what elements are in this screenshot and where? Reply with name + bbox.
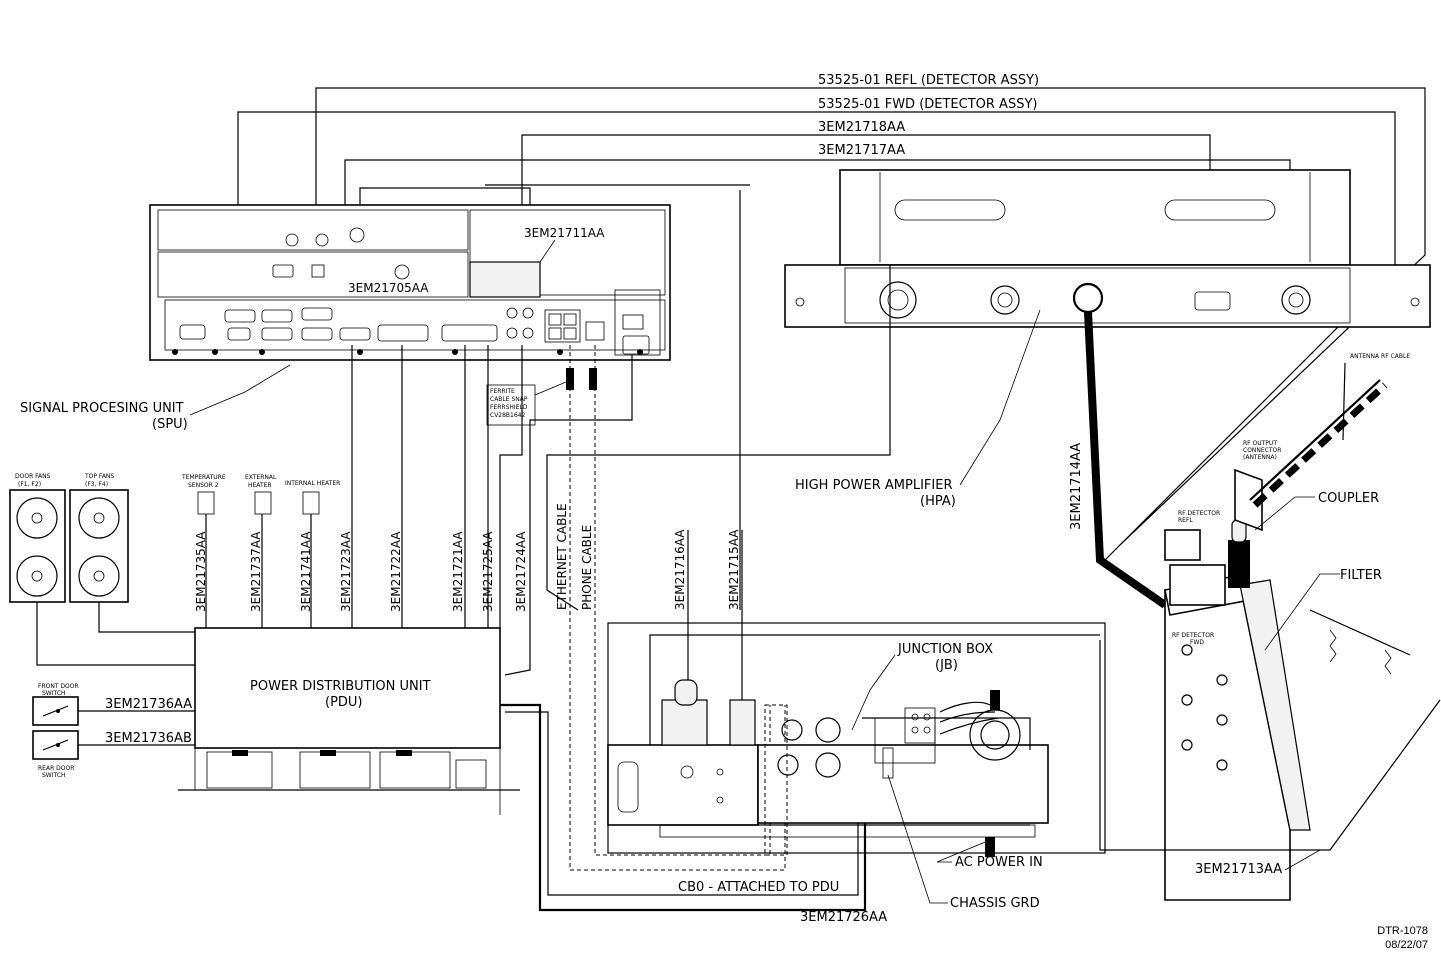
pdu-unit: POWER DISTRIBUTION UNIT (PDU): [178, 627, 520, 815]
jb-abbr: (JB): [935, 658, 958, 673]
cable-label-3em21737aa: 3EM21737AA: [249, 531, 263, 612]
door-fans-label: DOOR FANS: [15, 473, 51, 480]
cable-label-3em21713aa: 3EM21713AA: [1195, 862, 1282, 877]
filter-label: FILTER: [1340, 568, 1382, 583]
ferrite-label-1: FERRITE: [490, 388, 515, 395]
int-heater-label: INTERNAL HEATER: [285, 480, 340, 487]
coupler-filter-assembly: ANTENNA RF CABLE COUPLER FILTER RF OUTPU…: [1099, 353, 1441, 901]
ext-heater-id: HEATER: [248, 482, 272, 489]
det-refl-label-2: REFL: [1178, 517, 1193, 524]
sensors-heaters: TEMPERATURE SENSOR 2 EXTERNAL HEATER INT…: [181, 474, 340, 628]
pdu-abbr: (PDU): [325, 695, 363, 710]
ferrite-label-2: CABLE SNAP: [490, 396, 528, 403]
spu-cable-label-3em21705aa: 3EM21705AA: [348, 281, 429, 295]
temp-sensor-id: SENSOR 2: [188, 482, 219, 489]
cb0-label: CB0 - ATTACHED TO PDU: [678, 880, 839, 895]
front-switch-id: SWITCH: [42, 690, 66, 697]
cable-label-3em21721aa: 3EM21721AA: [451, 531, 465, 612]
ac-power-label: AC POWER IN: [955, 855, 1043, 870]
cable-label-3em21718aa: 3EM21718AA: [818, 120, 905, 135]
cable-label-3em21723aa: 3EM21723AA: [339, 531, 353, 612]
junction-box: 3EM21716AA 3EM21715AA JUNCTION BOX (JB): [607, 529, 1106, 857]
spu-cable-label-3em21711aa: 3EM21711AA: [524, 226, 605, 240]
jb-label: JUNCTION BOX: [897, 642, 993, 657]
cable-label-3em21736aa: 3EM21736AA: [105, 697, 192, 712]
front-switch-label: FRONT DOOR: [38, 683, 79, 690]
cable-label-3em21717aa: 3EM21717AA: [818, 143, 905, 158]
doc-footer: DTR-1078 08/22/07: [1377, 925, 1428, 951]
ferrite-label-3: FERRSHIELD: [490, 404, 528, 411]
ferrite-label-4: CV28B1642: [490, 412, 525, 419]
doc-id: DTR-1078: [1377, 925, 1428, 937]
cable-label-3em21735aa: 3EM21735AA: [194, 531, 208, 612]
rear-switch-label: REAR DOOR: [38, 765, 74, 772]
temp-sensor-label: TEMPERATURE: [181, 474, 226, 481]
power-cable-3em21726aa: CB0 - ATTACHED TO PDU 3EM21726AA AC POWE…: [500, 703, 1043, 925]
hpa-abbr: (HPA): [920, 494, 956, 509]
hpa-label: HIGH POWER AMPLIFIER: [795, 478, 952, 493]
spu-label: SIGNAL PROCESING UNIT: [20, 401, 184, 416]
det-refl-label-1: RF DETECTOR: [1178, 510, 1220, 517]
coupler-label: COUPLER: [1318, 491, 1379, 506]
det-fwd-label-1: RF DETECTOR: [1172, 632, 1214, 639]
cable-label-3em21714aa: 3EM21714AA: [1069, 443, 1084, 530]
spu-pdu-cables: 3EM21735AA 3EM21737AA 3EM21741AA 3EM2172…: [194, 345, 633, 676]
det-fwd-label-2: FWD: [1190, 639, 1204, 646]
ext-heater-label: EXTERNAL: [245, 474, 277, 481]
rf-cable-3em21714aa: 3EM21714AA: [1069, 311, 1168, 609]
top-cable-runs: 53525-01 REFL (DETECTOR ASSY) 53525-01 F…: [237, 73, 1426, 610]
fan-assemblies: DOOR FANS (F1, F2) TOP FANS (F3, F4): [9, 473, 195, 666]
top-fans-ids: (F3, F4): [85, 481, 108, 488]
cable-label-3em21722aa: 3EM21722AA: [389, 531, 403, 612]
cable-label-3em21725aa: 3EM21725AA: [481, 531, 495, 612]
chassis-grd-label: CHASSIS GRD: [950, 896, 1040, 911]
door-fans-ids: (F1, F2): [18, 481, 41, 488]
phone-cable-label: PHONE CABLE: [580, 525, 594, 610]
hpa-unit: HIGH POWER AMPLIFIER (HPA): [546, 169, 1431, 611]
antenna-rf-cable-label: ANTENNA RF CABLE: [1350, 353, 1410, 360]
pdu-label: POWER DISTRIBUTION UNIT: [250, 679, 431, 694]
rf-output-label-1: RF OUTPUT: [1243, 440, 1277, 447]
cable-label-3em21736ab: 3EM21736AB: [105, 731, 192, 746]
rear-switch-id: SWITCH: [42, 772, 66, 779]
doc-date: 08/22/07: [1385, 939, 1428, 951]
cable-label-refl: 53525-01 REFL (DETECTOR ASSY): [818, 73, 1039, 88]
spu-unit: 3EM21711AA 3EM21705AA SIGNAL PROCESING U…: [20, 204, 671, 432]
ferrite-cable-snap: FERRITE CABLE SNAP FERRSHIELD CV28B1642: [486, 368, 597, 426]
cable-label-3em21724aa: 3EM21724AA: [514, 531, 528, 612]
cable-label-3em21716aa: 3EM21716AA: [673, 529, 687, 610]
spu-abbr: (SPU): [152, 417, 188, 432]
comm-cables: ETHERNET CABLE PHONE CABLE: [555, 345, 786, 871]
door-switches: FRONT DOOR SWITCH REAR DOOR SWITCH 3EM21…: [32, 683, 195, 779]
cable-label-fwd: 53525-01 FWD (DETECTOR ASSY): [818, 97, 1037, 112]
ethernet-cable-label: ETHERNET CABLE: [555, 503, 569, 610]
cable-label-3em21726aa: 3EM21726AA: [800, 910, 887, 925]
rf-output-label-3: (ANTENNA): [1243, 454, 1277, 461]
cable-label-3em21741aa: 3EM21741AA: [299, 531, 313, 612]
cable-label-3em21715aa: 3EM21715AA: [727, 529, 741, 610]
rf-output-label-2: CONNECTOR: [1243, 447, 1281, 454]
top-fans-label: TOP FANS: [84, 473, 114, 480]
